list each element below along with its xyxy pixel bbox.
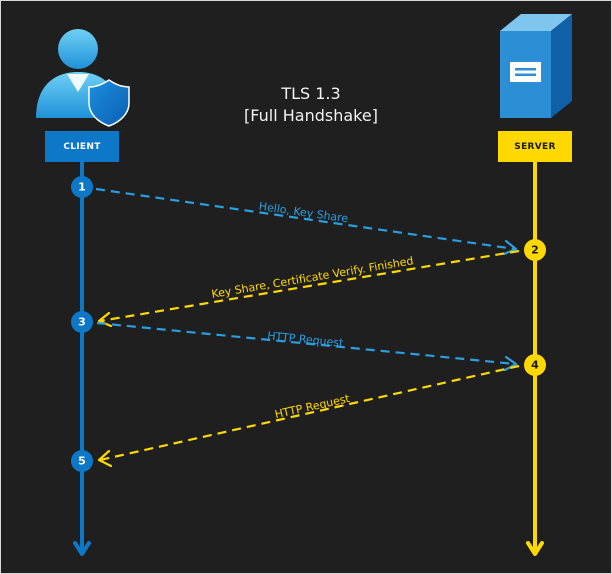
message-arrow [97, 364, 520, 468]
step-marker: 4 [524, 354, 546, 376]
client-label: CLIENT [45, 131, 119, 162]
message-label: Key Share, Certificate Verify. Finished [210, 254, 414, 301]
step-number: 3 [78, 316, 86, 329]
step-number: 5 [78, 455, 86, 468]
step-number: 2 [531, 244, 539, 257]
diagram-title: TLS 1.3 [Full Handshake] [201, 83, 421, 127]
step-number: 4 [531, 359, 539, 372]
title-line-1: TLS 1.3 [281, 84, 341, 103]
step-number: 1 [78, 181, 86, 194]
title-line-2: [Full Handshake] [244, 106, 378, 125]
client-lifeline-arrowhead [73, 541, 91, 556]
step-marker: 5 [71, 450, 93, 472]
message-label: HTTP Request [274, 392, 352, 421]
message-arrow [95, 187, 518, 256]
step-marker: 1 [71, 176, 93, 198]
step-marker: 3 [71, 311, 93, 333]
message-arrow [96, 321, 518, 372]
step-marker: 2 [524, 239, 546, 261]
message-arrow [97, 249, 520, 328]
user-shield-icon [36, 29, 130, 127]
server-icon [500, 14, 572, 118]
message-label: HTTP Request [267, 329, 345, 349]
server-label: SERVER [498, 131, 572, 162]
server-lifeline-arrowhead [526, 541, 544, 556]
message-label: Hello, Key Share [258, 200, 349, 226]
